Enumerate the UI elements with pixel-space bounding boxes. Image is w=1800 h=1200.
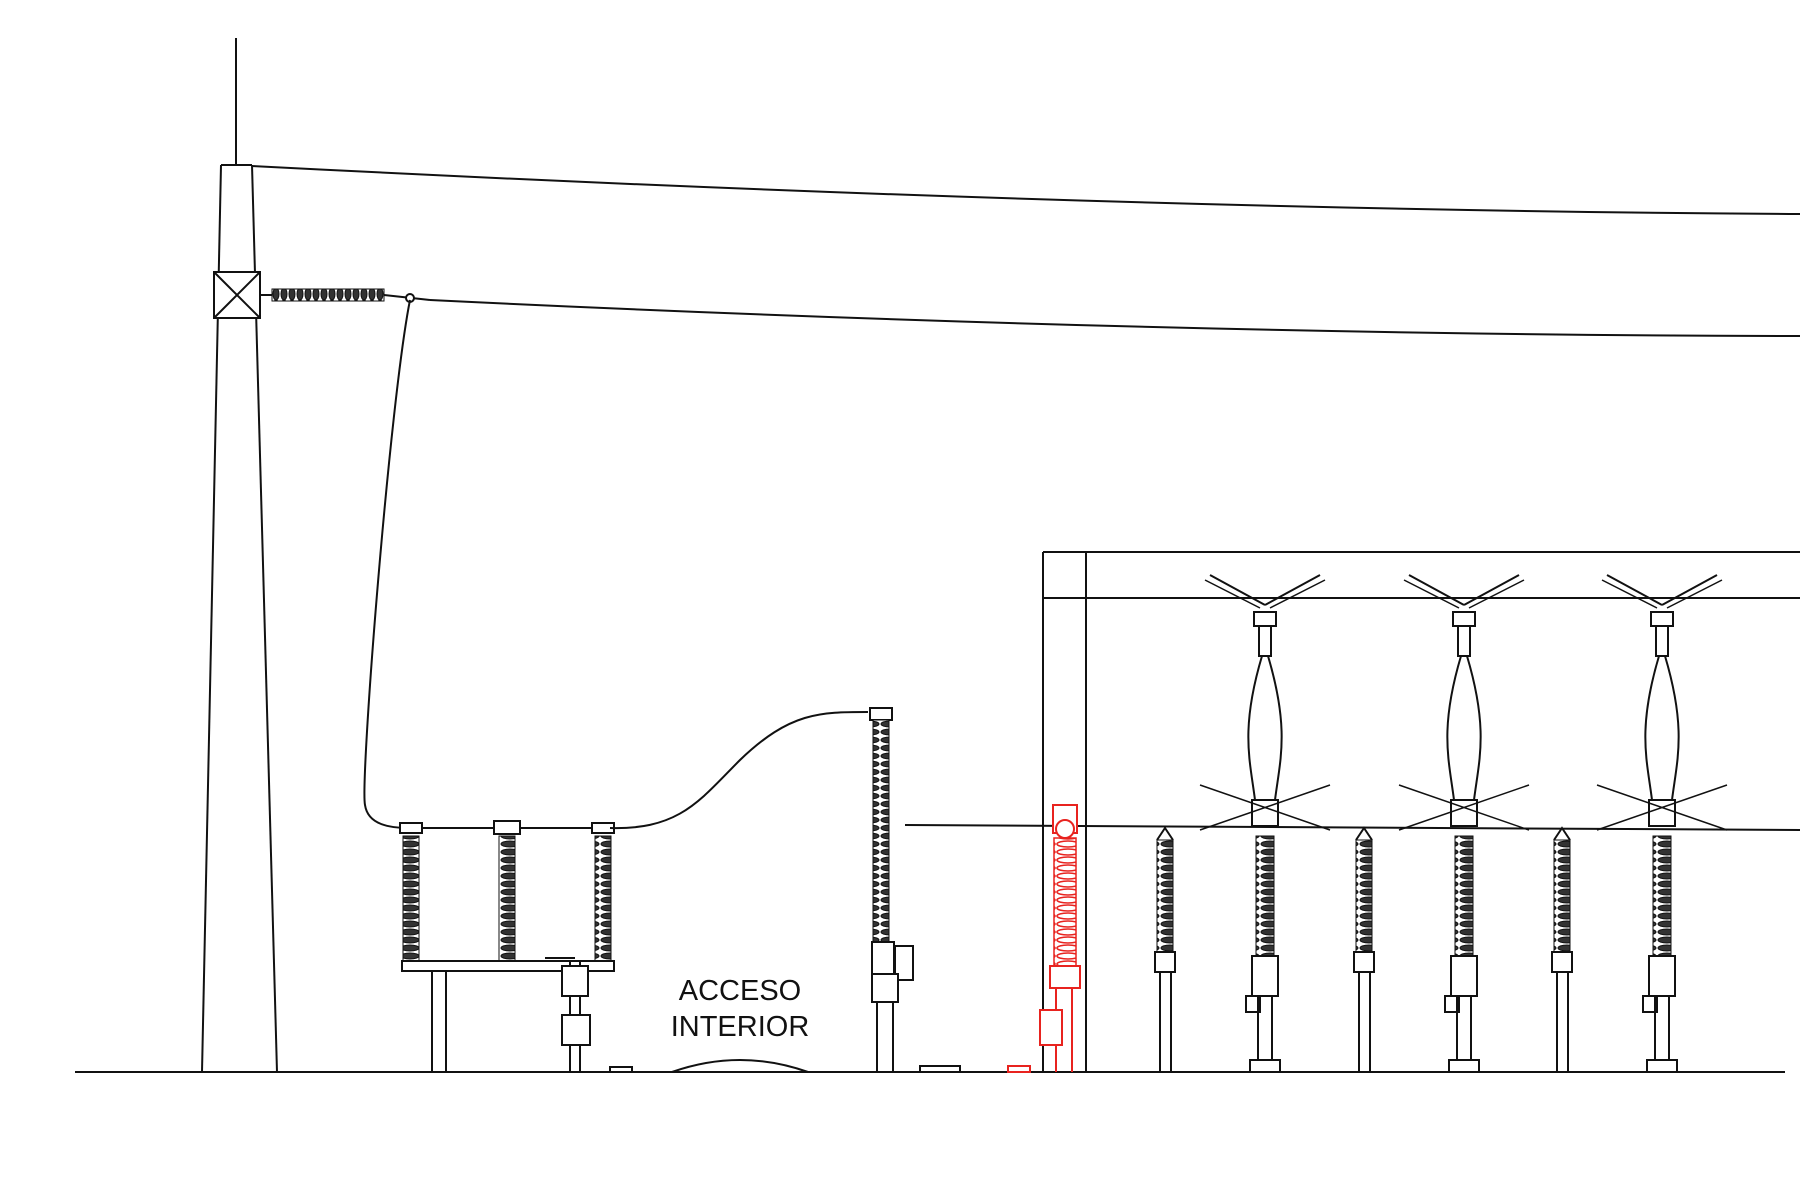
shield-wire xyxy=(251,165,1800,215)
jumper-conductor xyxy=(609,711,869,830)
disconnector-switch xyxy=(399,820,633,1073)
access-label-line1: ACCESO xyxy=(679,975,801,1007)
phase-conductor xyxy=(429,299,1800,337)
access-label-line2: INTERIOR xyxy=(671,1011,810,1043)
down-lead xyxy=(363,299,411,829)
highlighted-equipment xyxy=(1007,804,1081,1073)
current-transformer xyxy=(869,707,961,1073)
phase-bay-2 xyxy=(1353,574,1530,1073)
gantry-frame xyxy=(1042,551,1800,1072)
suspension-insulator xyxy=(260,288,431,303)
phase-bay-1 xyxy=(1154,574,1331,1073)
transmission-tower xyxy=(201,38,278,1073)
access-arch xyxy=(671,1059,809,1073)
phase-bay-3 xyxy=(1551,574,1728,1073)
